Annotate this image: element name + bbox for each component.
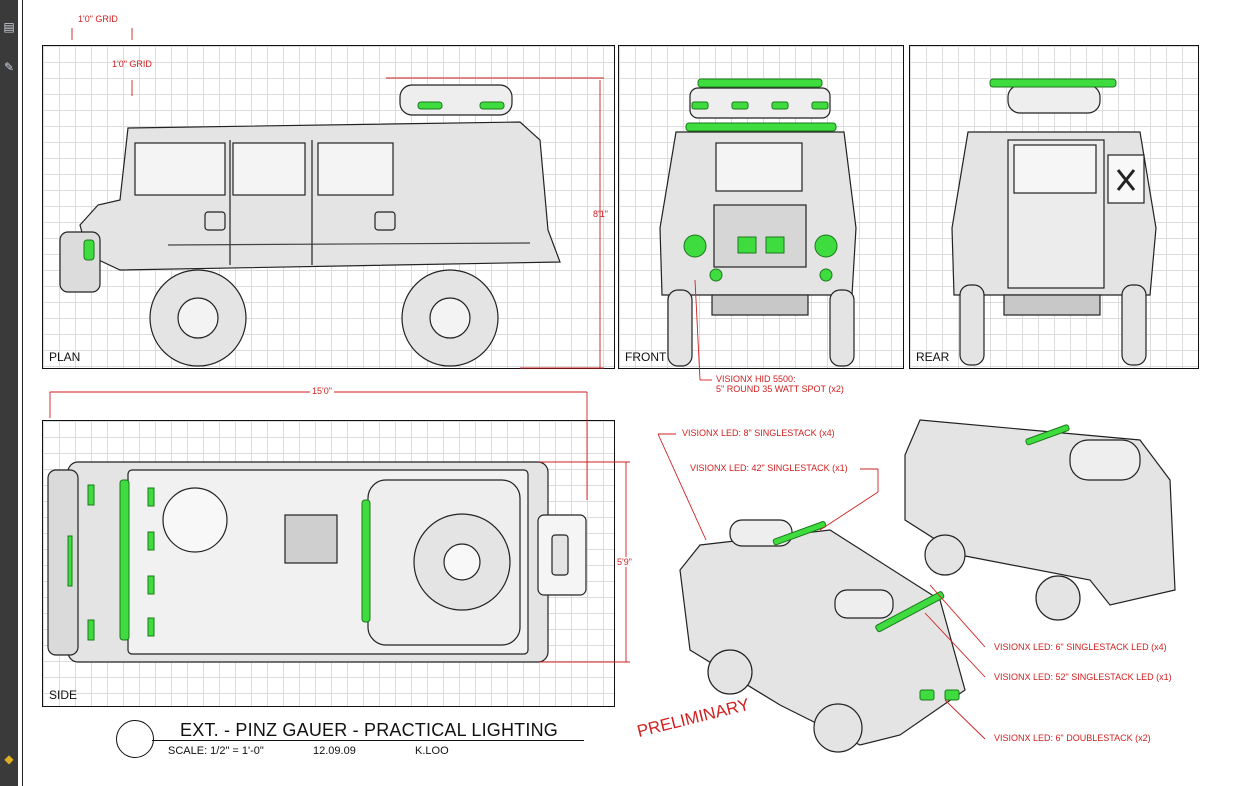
title-circle [116, 720, 154, 758]
callout-led42: VISIONX LED: 42" SINGLESTACK (x1) [690, 463, 848, 473]
side-label: SIDE [49, 688, 78, 702]
callout-hid-line2: 5" ROUND 35 WATT SPOT (x2) [716, 384, 844, 394]
drawing-title: EXT. - PINZ GAUER - PRACTICAL LIGHTING [180, 720, 558, 740]
document-icon[interactable]: ▤ [3, 20, 15, 34]
edit-icon[interactable]: ✎ [3, 60, 15, 74]
drawing-author: K.LOO [415, 745, 449, 757]
grid-label-left: 1'0" GRID [112, 59, 152, 69]
plan-label: PLAN [49, 350, 81, 364]
viewer-toolbar: ▤ ✎ ◆ [0, 0, 18, 786]
drawing-date: 12.09.09 [313, 745, 356, 757]
callout-led52: VISIONX LED: 52" SINGLESTACK LED (x1) [994, 672, 1172, 682]
grid-label-top: 1'0" GRID [78, 14, 118, 24]
front-label: FRONT [625, 350, 667, 364]
title-underline [152, 740, 584, 741]
callout-led6-double: VISIONX LED: 6" DOUBLESTACK (x2) [994, 733, 1151, 743]
drawing-scale: SCALE: 1/2" = 1'-0" [168, 745, 264, 757]
front-vehicle [659, 87, 857, 367]
callout-led8: VISIONX LED: 8" SINGLESTACK (x4) [682, 428, 835, 438]
side-vehicle [47, 461, 587, 663]
width-dimension: 5'9" [617, 557, 632, 567]
callout-hid-line1: VISIONX HID 5500: [716, 374, 796, 384]
callout-led6-single: VISIONX LED: 6" SINGLESTACK LED (x4) [994, 642, 1167, 652]
height-dimension: 8'1" [593, 209, 608, 219]
plan-vehicle [59, 84, 561, 367]
length-dimension: 15'0" [310, 386, 334, 396]
led-lights [67, 78, 1117, 701]
iso-vehicle-front [679, 519, 966, 753]
comment-icon[interactable]: ◆ [4, 752, 14, 766]
rear-vehicle [951, 84, 1157, 366]
rear-label: REAR [916, 350, 950, 364]
iso-vehicle-rear [904, 419, 1176, 621]
